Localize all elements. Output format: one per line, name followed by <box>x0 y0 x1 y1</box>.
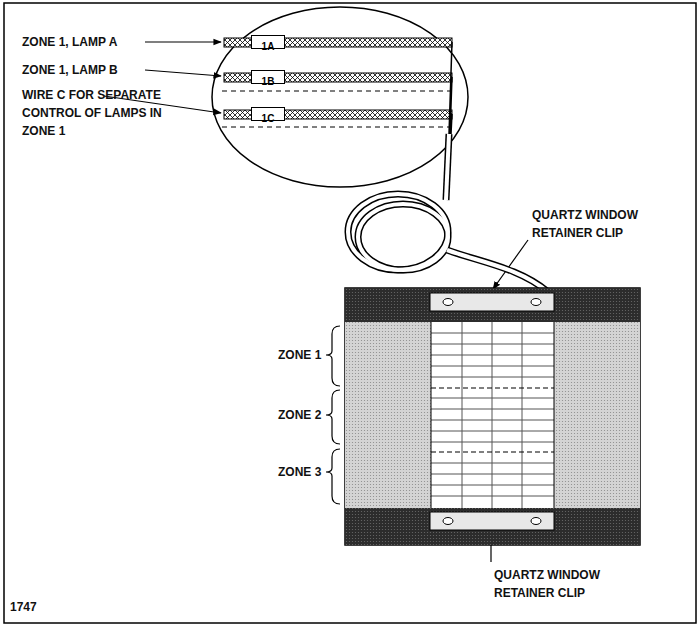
figure-number: 1747 <box>10 598 37 616</box>
frame <box>4 3 696 623</box>
callout-label: ZONE 1 <box>278 346 321 364</box>
callout-label: ZONE 2 <box>278 406 321 424</box>
wire-tag: 1B <box>251 70 285 84</box>
callout-label: QUARTZ WINDOW RETAINER CLIP <box>532 206 662 242</box>
wire-tag-text: 1B <box>262 76 275 87</box>
callout-label: ZONE 3 <box>278 463 321 481</box>
cable-coil <box>348 134 548 292</box>
wire-tag: 1C <box>251 107 285 121</box>
wire-tag: 1A <box>251 35 285 49</box>
zone-brace <box>326 326 340 504</box>
inset-circle <box>212 7 468 187</box>
wire-tag-text: 1A <box>262 41 275 52</box>
wire-tag-text: 1C <box>262 113 275 124</box>
callout-label: QUARTZ WINDOW RETAINER CLIP <box>494 566 624 602</box>
lamp-assembly <box>345 288 640 545</box>
callout-label: WIRE C FOR SEPARATE CONTROL OF LAMPS IN … <box>22 86 162 140</box>
callout-label: ZONE 1, LAMP B <box>22 61 118 79</box>
callout-label: ZONE 1, LAMP A <box>22 33 117 51</box>
